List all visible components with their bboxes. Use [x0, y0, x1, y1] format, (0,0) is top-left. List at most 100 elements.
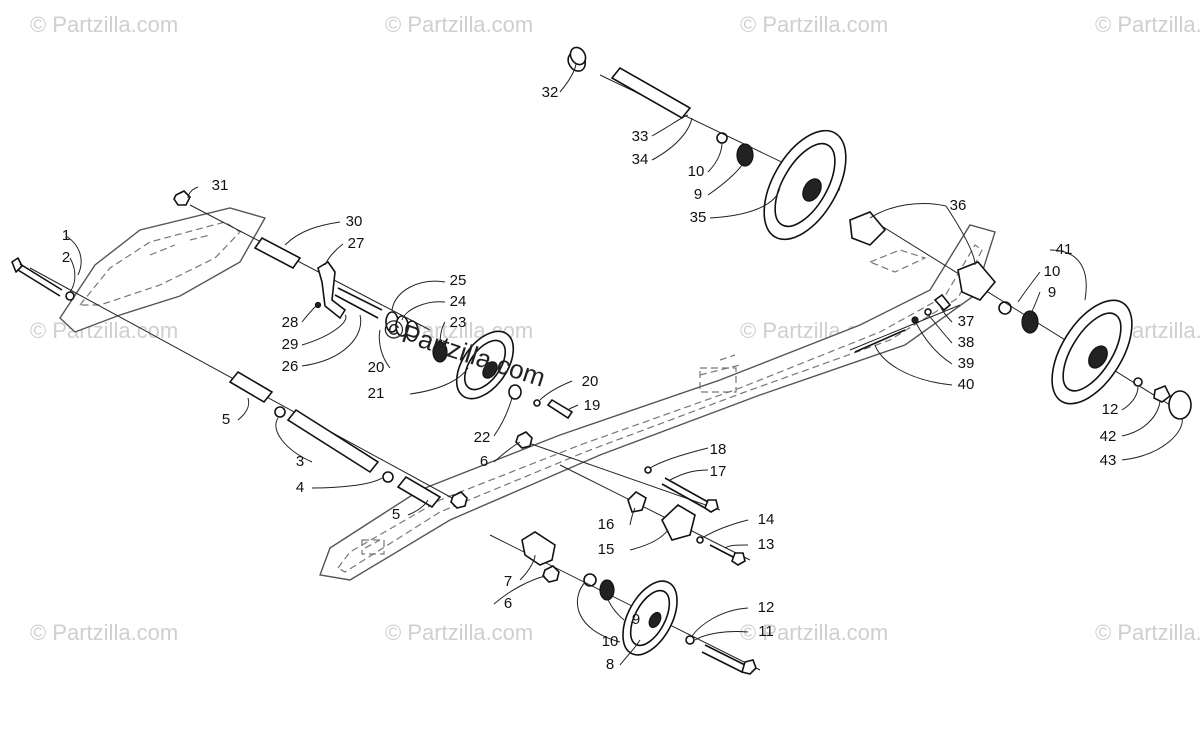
callout-12b[interactable]: 12	[1102, 401, 1119, 418]
callout-18[interactable]: 18	[710, 441, 727, 458]
cap-43[interactable]	[1168, 390, 1192, 420]
callout-6b[interactable]: 6	[504, 595, 512, 612]
washer-12[interactable]	[685, 635, 695, 645]
washer-2[interactable]	[65, 291, 75, 301]
callout-15[interactable]: 15	[598, 541, 615, 558]
washer-12-right[interactable]	[1133, 377, 1143, 387]
callout-41[interactable]: 41	[1056, 241, 1073, 258]
callout-21[interactable]: 21	[368, 385, 385, 402]
nut-6a[interactable]	[515, 431, 533, 449]
washer-38[interactable]	[924, 308, 932, 316]
hub-36a[interactable]	[849, 211, 887, 246]
callout-9c[interactable]: 9	[1048, 284, 1056, 301]
washer-20b[interactable]	[533, 399, 541, 407]
callout-30[interactable]: 30	[346, 213, 363, 230]
callout-32[interactable]: 32	[542, 84, 559, 101]
callout-5a[interactable]: 5	[222, 411, 230, 428]
callout-27[interactable]: 27	[348, 235, 365, 252]
bolt-17[interactable]	[661, 477, 719, 513]
callout-20b[interactable]: 20	[368, 359, 385, 376]
callout-14[interactable]: 14	[758, 511, 775, 528]
washer-22[interactable]	[508, 384, 522, 400]
nut-6b[interactable]	[450, 491, 468, 509]
callout-26[interactable]: 26	[282, 358, 299, 375]
callout-35[interactable]: 35	[690, 209, 707, 226]
callout-10c[interactable]: 10	[1044, 263, 1061, 280]
callout-24[interactable]: 24	[450, 293, 467, 310]
callout-9a[interactable]: 9	[632, 611, 640, 628]
fitting-28[interactable]	[314, 301, 322, 309]
callout-5b[interactable]: 5	[392, 506, 400, 523]
wheel-8[interactable]	[612, 572, 688, 663]
block-15[interactable]	[661, 504, 696, 541]
bushing-16[interactable]	[627, 490, 647, 513]
callout-34[interactable]: 34	[632, 151, 649, 168]
wheel-21[interactable]	[445, 321, 525, 408]
bearing-stack-23-25[interactable]	[385, 311, 448, 363]
callout-11[interactable]: 11	[758, 623, 774, 640]
pin-37[interactable]	[933, 293, 952, 312]
callout-29[interactable]: 29	[282, 336, 299, 353]
nut-31[interactable]	[173, 190, 191, 206]
callout-22[interactable]: 22	[474, 429, 491, 446]
watermark: © Partzilla.com	[740, 620, 888, 645]
ring-10[interactable]	[583, 573, 597, 587]
bearing-9-right[interactable]	[1021, 310, 1039, 334]
callout-3[interactable]: 3	[296, 453, 304, 470]
callout-6a[interactable]: 6	[480, 453, 488, 470]
callout-20a[interactable]: 20	[582, 373, 599, 390]
bearing-9[interactable]	[599, 579, 615, 601]
callout-10a[interactable]: 10	[602, 633, 619, 650]
callout-8[interactable]: 8	[606, 656, 614, 673]
ring-4a[interactable]	[274, 406, 286, 418]
ring-10-top[interactable]	[716, 132, 728, 144]
callout-38[interactable]: 38	[958, 334, 975, 351]
shaft-33[interactable]	[610, 66, 692, 120]
callout-4[interactable]: 4	[296, 479, 304, 496]
nut-39[interactable]	[911, 316, 919, 324]
callout-12a[interactable]: 12	[758, 599, 775, 616]
callout-43[interactable]: 43	[1100, 452, 1117, 469]
callout-25[interactable]: 25	[450, 272, 467, 289]
bolt-40[interactable]	[854, 329, 906, 353]
callout-17[interactable]: 17	[710, 463, 727, 480]
callout-39[interactable]: 39	[958, 355, 975, 372]
nut-6c[interactable]	[542, 565, 560, 583]
callout-13[interactable]: 13	[758, 536, 775, 553]
callout-36[interactable]: 36	[950, 197, 967, 214]
callout-33[interactable]: 33	[632, 128, 649, 145]
mount-7[interactable]	[521, 531, 556, 566]
bolt-1[interactable]	[11, 257, 63, 297]
bearing-9-top[interactable]	[736, 143, 754, 167]
bolt-13[interactable]	[709, 544, 746, 566]
callout-10b[interactable]: 10	[688, 163, 705, 180]
callout-37[interactable]: 37	[958, 313, 975, 330]
callout-7[interactable]: 7	[504, 573, 512, 590]
callout-9b[interactable]: 9	[694, 186, 702, 203]
callout-19[interactable]: 19	[584, 397, 601, 414]
callout-40[interactable]: 40	[958, 376, 975, 393]
wheel-41[interactable]	[1036, 287, 1148, 417]
bolt-11[interactable]	[701, 644, 757, 675]
shaft-30[interactable]	[253, 236, 302, 270]
ring-10-right[interactable]	[998, 301, 1012, 315]
shaft-3[interactable]	[286, 408, 380, 474]
wheel-35[interactable]	[747, 117, 862, 253]
ring-4b[interactable]	[382, 471, 394, 483]
callout-23[interactable]: 23	[450, 314, 467, 331]
washer-14[interactable]	[696, 536, 704, 544]
bolt-42[interactable]	[1153, 384, 1172, 403]
bracket-27[interactable]	[317, 260, 383, 320]
callout-31[interactable]: 31	[212, 177, 229, 194]
spacer-5b[interactable]	[396, 475, 442, 509]
spacer-5a[interactable]	[228, 370, 274, 404]
callout-28[interactable]: 28	[282, 314, 299, 331]
callout-16[interactable]: 16	[598, 516, 615, 533]
callout-1[interactable]: 1	[62, 227, 70, 244]
callout-2[interactable]: 2	[62, 249, 70, 266]
pin-19[interactable]	[546, 398, 574, 420]
washer-18[interactable]	[644, 466, 652, 474]
callout-42[interactable]: 42	[1100, 428, 1117, 445]
